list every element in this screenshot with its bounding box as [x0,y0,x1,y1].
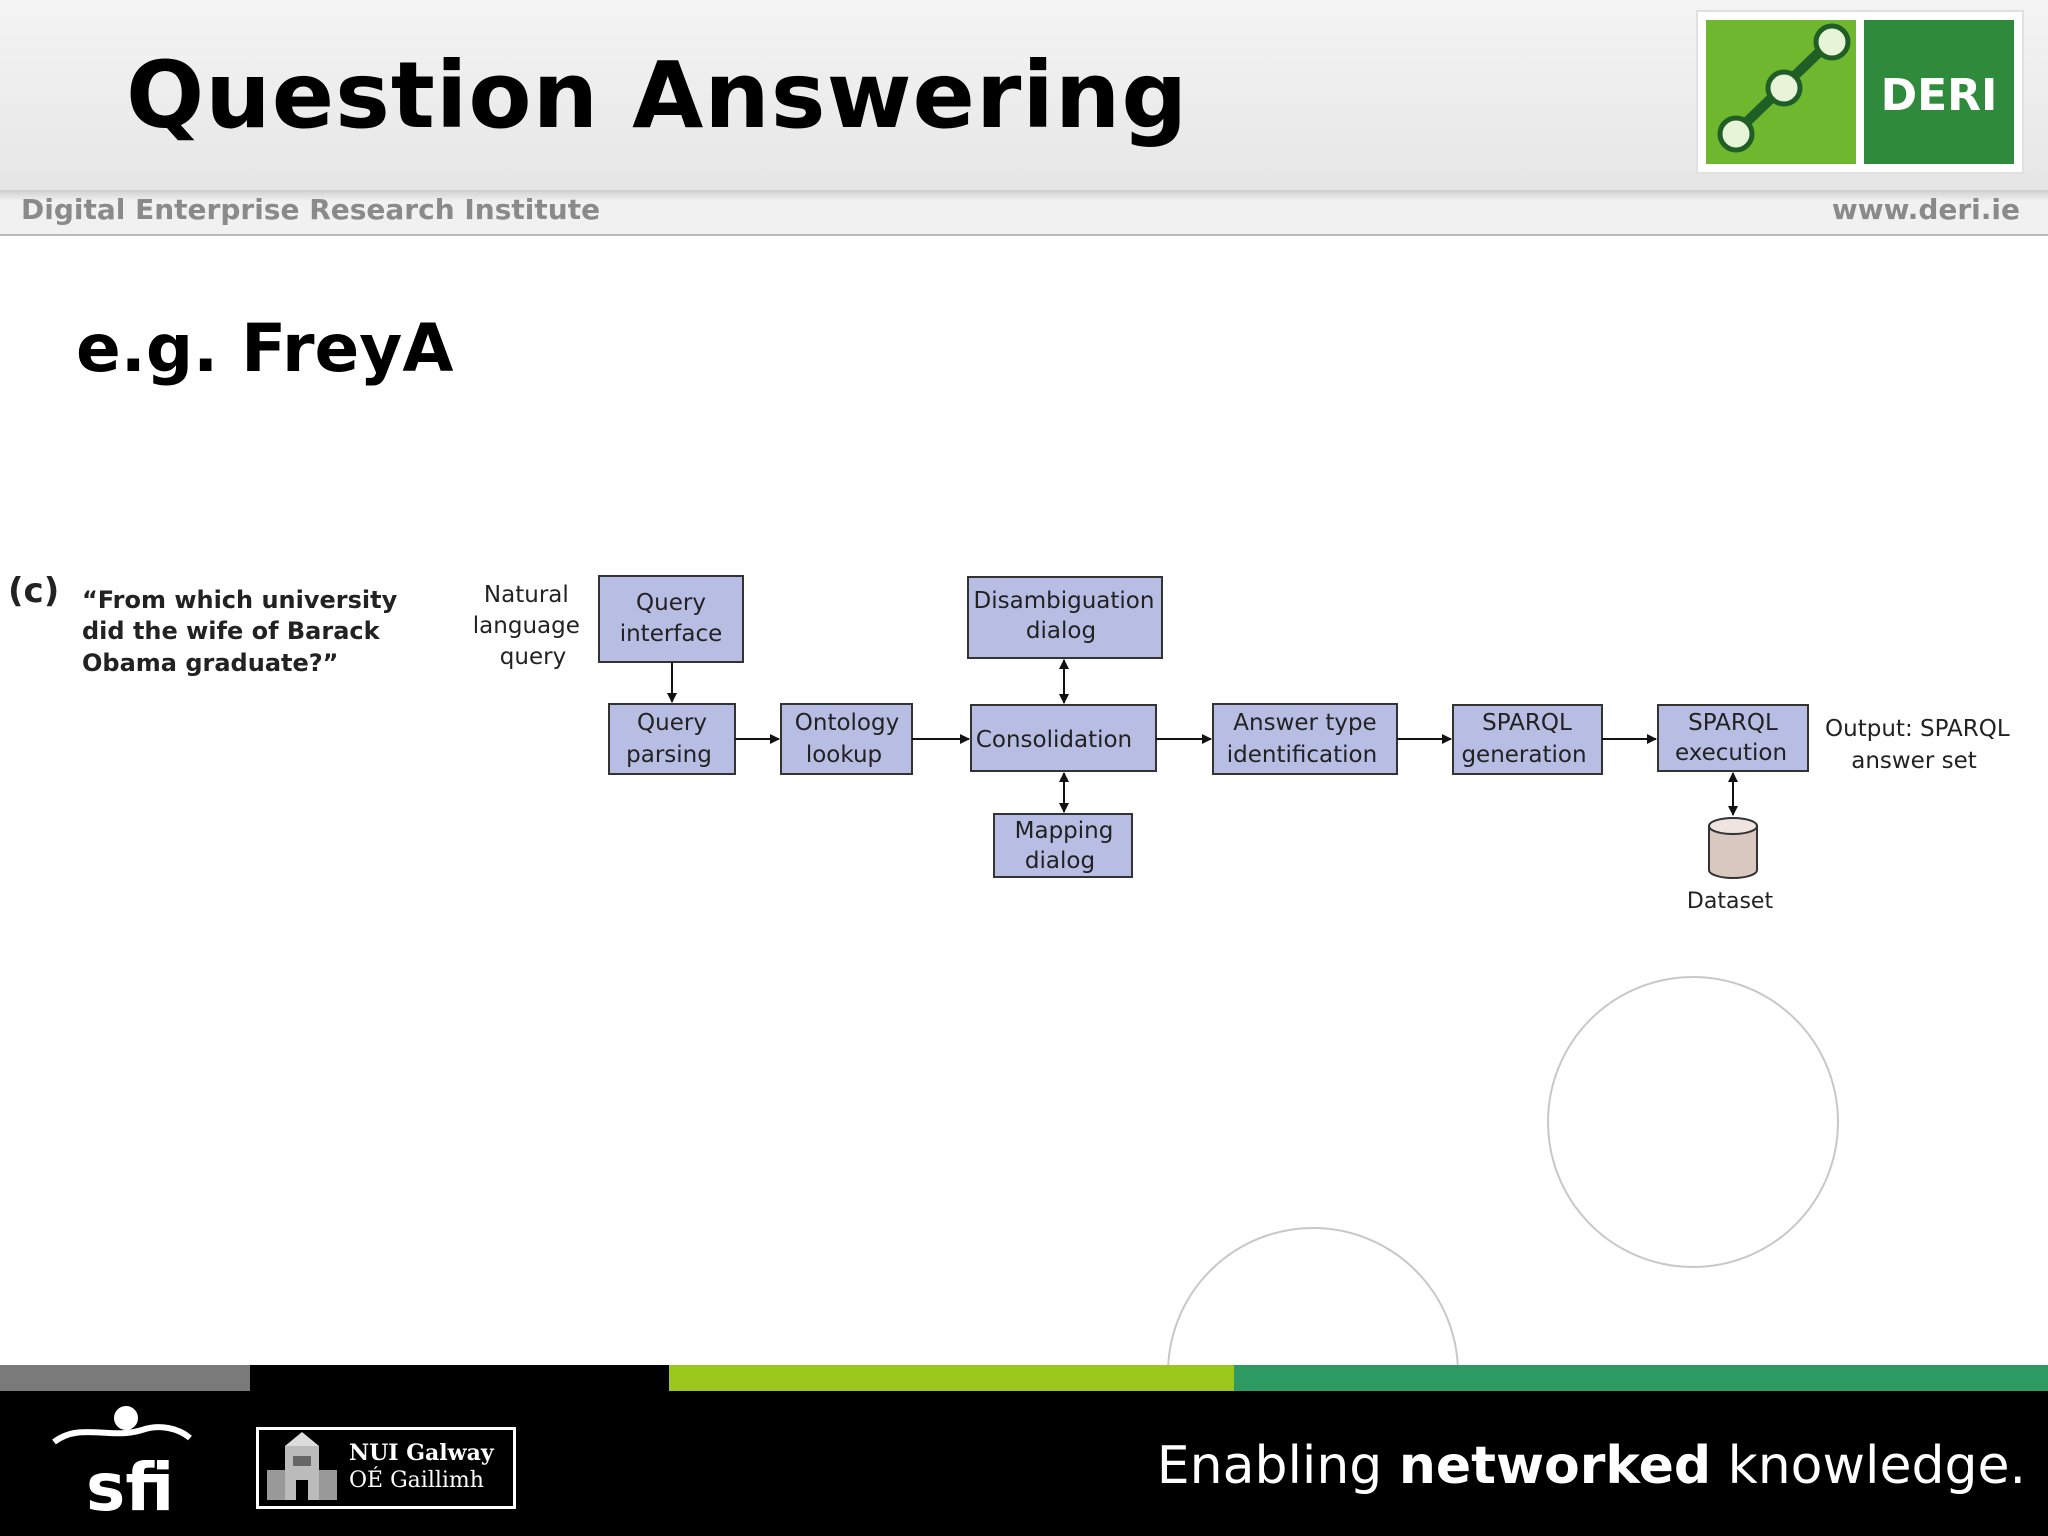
footer-bar-grey [0,1365,250,1391]
logo-dark-panel [1864,20,2014,164]
question-line: Obama graduate?” [82,649,338,677]
website-url: www.deri.ie [1831,193,2020,226]
figure-label: (c) [8,571,59,611]
footer-bar-black [250,1365,669,1391]
input-label-line: language [473,613,580,639]
node-disambiguation-dialog [967,576,1163,659]
nui-galway-logo: NUI Galway OÉ Gaillimh [256,1427,516,1509]
tagline-bold: networked [1398,1436,1712,1496]
example-question: “From which university did the wife of B… [82,586,406,677]
logo-text: DERI [1880,70,1998,121]
tagline-pre: Enabling [1156,1436,1399,1496]
input-label: Natural language query [473,582,587,670]
sub-header-bar [0,190,2048,236]
question-line: “From which university [82,586,398,614]
node-query-interface [598,575,744,663]
node-consolidation [970,704,1157,772]
sfi-logo: sfi [52,1406,192,1520]
nui-line2: OÉ Gaillimh [349,1468,484,1493]
slide-title: Question Answering [126,42,1189,149]
node-query-parsing [608,703,736,775]
output-label: Output: SPARQL answer set [1825,716,2017,774]
footer-bar-green-light [669,1365,1234,1391]
slide-heading: e.g. FreyA [76,310,454,387]
dataset-cylinder-icon [1708,817,1758,879]
node-sparql-generation [1452,704,1603,775]
output-label-line: answer set [1851,748,1977,774]
logo-dots-icon [1717,23,1851,153]
tagline-post: knowledge. [1711,1436,2026,1496]
institute-name: Digital Enterprise Research Institute [21,193,601,226]
tagline: Enabling networked knowledge. [1157,1436,2026,1496]
node-answer-type-identification [1212,703,1398,775]
dataset-label: Dataset [1687,889,1774,914]
input-label-line: query [500,644,566,670]
university-tower-icon [267,1432,337,1500]
svg-text:sfi: sfi [86,1449,174,1520]
node-label: Consolidation [976,727,1132,753]
node-mapping-dialog [993,813,1133,878]
footer-bar-green-dark [1234,1365,2048,1391]
deri-logo: DERI [1696,10,2024,174]
freya-pipeline-diagram: (c) “From which university did the wife … [8,571,2017,914]
deco-circle-upper [1547,976,1839,1268]
node-sparql-execution [1657,704,1809,772]
input-label-line: Natural [484,582,569,608]
question-line: did the wife of Barack [82,617,381,645]
nui-line1: NUI Galway [349,1440,494,1466]
output-label-line: Output: SPARQL [1825,716,2010,742]
